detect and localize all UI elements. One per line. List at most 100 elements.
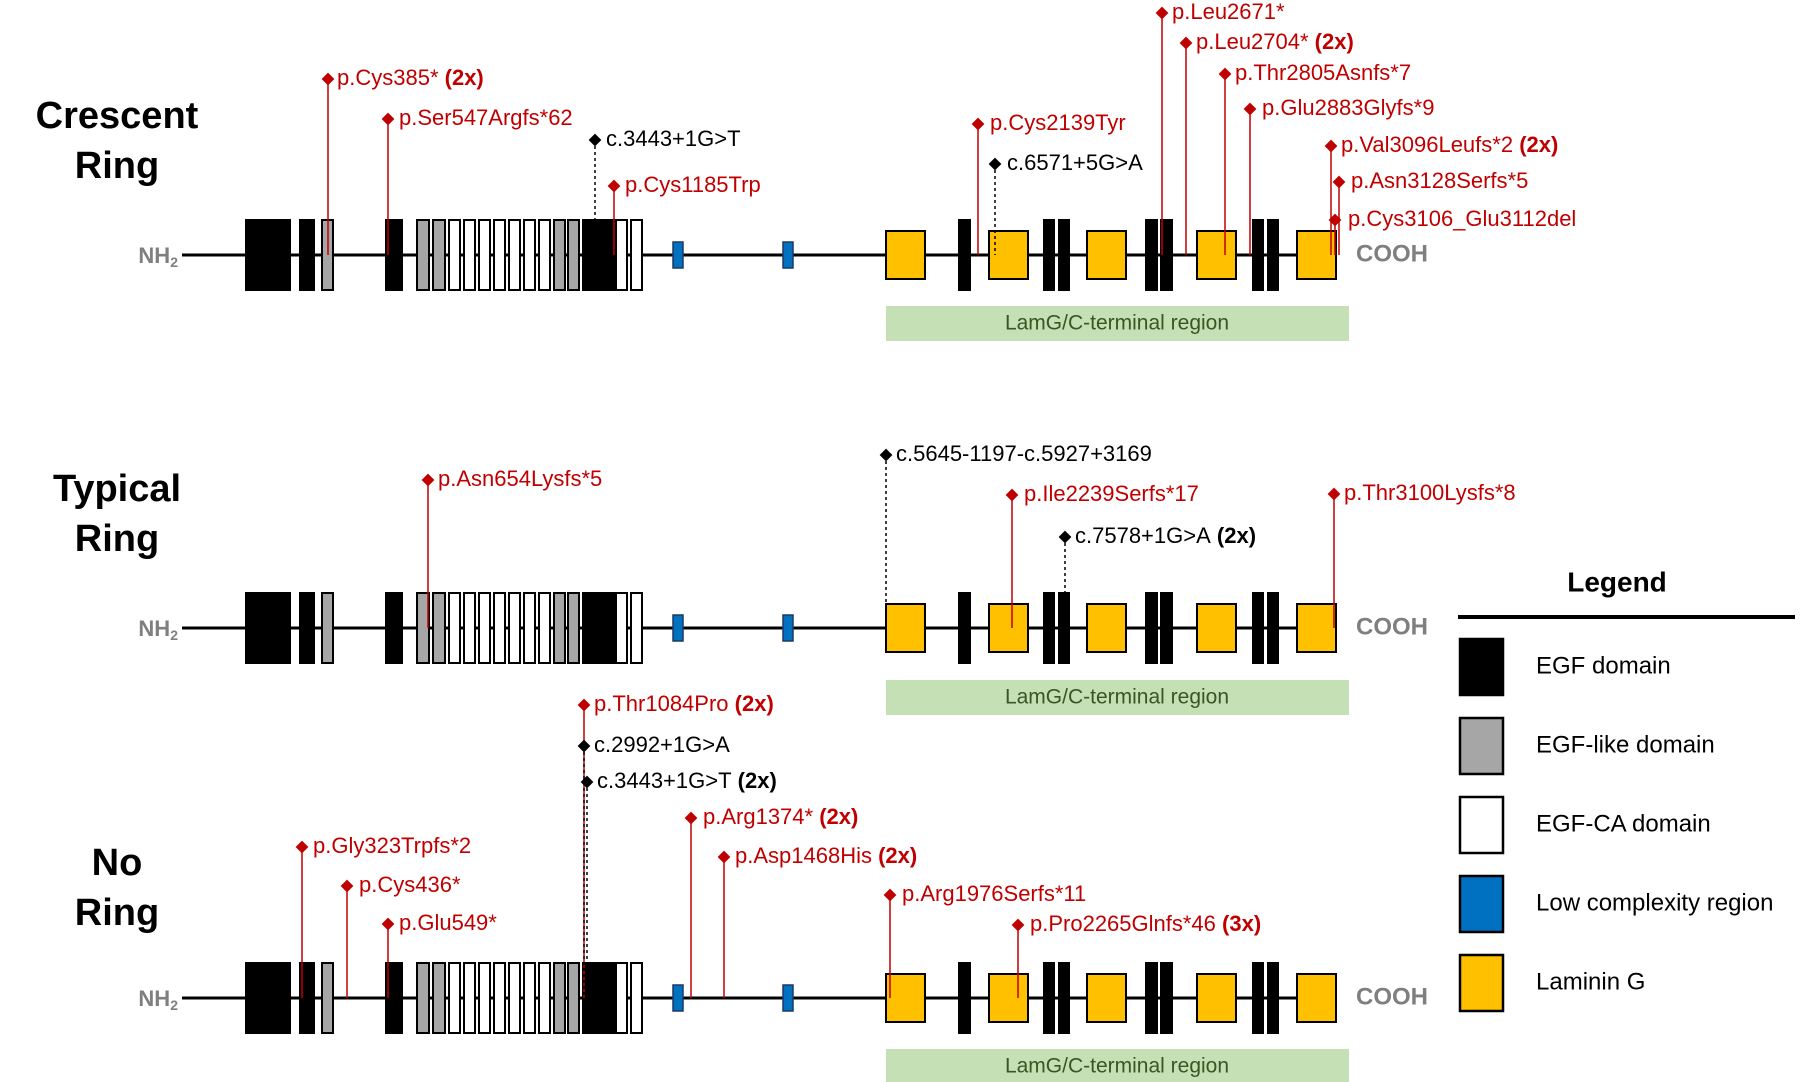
egf-domain (245, 219, 261, 291)
low-complexity-region (782, 614, 794, 642)
variant-name: p.Thr1084Pro (594, 691, 729, 716)
variant-name: c.7578+1G>A (1075, 523, 1211, 548)
variant-name: p.Ile2239Serfs*17 (1024, 481, 1199, 506)
variant-label: p.Pro2265Glnfs*46 (3x) (1030, 911, 1261, 936)
variant-marker: p.Cys436* (340, 872, 461, 998)
egf-ca-domain (508, 962, 521, 1034)
variant-diamond-icon (1324, 139, 1338, 153)
egf-ca-domain (615, 962, 628, 1034)
variant-diamond-icon (340, 879, 354, 893)
egf-domain (1043, 592, 1055, 664)
variant-marker: p.Gly323Trpfs*2 (295, 833, 471, 998)
variant-marker: p.Cys3106_Glu3112del (1328, 206, 1576, 255)
egf-like-domain (432, 219, 446, 291)
variant-count: (2x) (813, 804, 858, 829)
egf-domain (385, 592, 403, 664)
variant-name: p.Arg1976Serfs*11 (902, 881, 1086, 906)
variant-diamond-icon (381, 112, 395, 126)
legend-swatch (1458, 874, 1505, 934)
egf-ca-domain (448, 219, 461, 291)
variant-diamond-icon (1005, 488, 1019, 502)
lamg-c-terminal-region-bar (886, 306, 1349, 341)
egf-ca-domain (478, 592, 491, 664)
egf-domain (602, 219, 615, 291)
n-terminus-text: NH (138, 243, 170, 268)
variant-label: c.5645-1197-c.5927+3169 (896, 441, 1152, 466)
egf-ca-domain (448, 592, 461, 664)
legend-item-label: Low complexity region (1536, 889, 1773, 916)
low-complexity-region (672, 614, 684, 642)
egf-ca-domain (630, 962, 643, 1034)
variant-marker: c.3443+1G>T (588, 126, 741, 255)
lamg-c-terminal-region-label: LamG/C-terminal region (1005, 1055, 1229, 1078)
variant-marker: p.Cys1185Trp (607, 172, 761, 255)
no-ring-title-line-2: Ring (75, 892, 159, 934)
variant-count: (2x) (1513, 132, 1558, 157)
egf-domain (275, 219, 291, 291)
variant-marker: p.Pro2265Glnfs*46 (3x) (1011, 911, 1261, 998)
lamg-c-terminal-region-bar (886, 680, 1349, 715)
egf-domain (260, 592, 276, 664)
variant-name: p.Leu2671* (1172, 0, 1285, 24)
variant-diamond-icon (1058, 530, 1072, 544)
variant-name: c.5645-1197-c.5927+3169 (896, 441, 1152, 466)
variant-count: (2x) (1309, 29, 1354, 54)
variant-diamond-icon (580, 775, 594, 789)
variant-diamond-icon (1218, 67, 1232, 81)
egf-like-domain (432, 592, 446, 664)
egf-like-domain (321, 962, 334, 1034)
egf-domain (958, 592, 971, 664)
egf-like-domain (432, 962, 446, 1034)
laminin-g-domain (885, 973, 926, 1023)
variant-diamond-icon (971, 117, 985, 131)
egf-ca-domain (538, 219, 551, 291)
variant-label: p.Cys2139Tyr (990, 110, 1126, 135)
n-terminus-label: NH2 (138, 616, 178, 643)
variant-label: p.Ser547Argfs*62 (399, 105, 573, 130)
variant-marker: p.Glu549* (381, 910, 497, 998)
variant-name: p.Cys3106_Glu3112del (1348, 206, 1576, 231)
variant-name: p.Glu549* (399, 910, 497, 935)
crescent-ring-title-line-1: Crescent (36, 95, 199, 137)
n-terminus-subscript: 2 (170, 254, 178, 270)
variant-count: (3x) (1216, 911, 1261, 936)
variant-diamond-icon (1011, 918, 1025, 932)
egf-domain (299, 592, 315, 664)
egf-ca-domain (523, 962, 536, 1034)
egf-ca-domain (538, 962, 551, 1034)
egf-domain (385, 219, 403, 291)
n-terminus-label: NH2 (138, 986, 178, 1013)
egf-like-domain (553, 962, 566, 1034)
egf-domain (1267, 219, 1279, 291)
egf-ca-domain (523, 592, 536, 664)
egf-domain (1058, 592, 1070, 664)
egf-domain (1043, 962, 1055, 1034)
variant-label: p.Cys3106_Glu3112del (1348, 206, 1576, 231)
laminin-g-domain (885, 603, 926, 653)
egf-ca-domain (630, 592, 643, 664)
variant-label: p.Thr1084Pro (2x) (594, 691, 774, 716)
legend-item: EGF-CA domain (1458, 795, 1711, 855)
laminin-g-domain (1086, 603, 1127, 653)
variant-diamond-icon (421, 473, 435, 487)
egf-domain (275, 962, 291, 1034)
lamg-c-terminal-region-label: LamG/C-terminal region (1005, 312, 1229, 335)
egf-domain (299, 962, 315, 1034)
variant-diamond-icon (295, 840, 309, 854)
egf-domain (260, 219, 276, 291)
egf-ca-domain (478, 219, 491, 291)
laminin-g-domain (1196, 230, 1237, 280)
egf-ca-domain (523, 219, 536, 291)
egf-ca-domain (615, 592, 628, 664)
egf-domain (245, 592, 261, 664)
egf-ca-domain (478, 962, 491, 1034)
laminin-g-domain (1296, 230, 1337, 280)
egf-domain (602, 962, 615, 1034)
legend-item: Low complexity region (1458, 874, 1773, 934)
variant-label: p.Asp1468His (2x) (735, 843, 917, 868)
egf-ca-domain (463, 219, 476, 291)
variant-diamond-icon (607, 179, 621, 193)
egf-domain (1267, 962, 1279, 1034)
